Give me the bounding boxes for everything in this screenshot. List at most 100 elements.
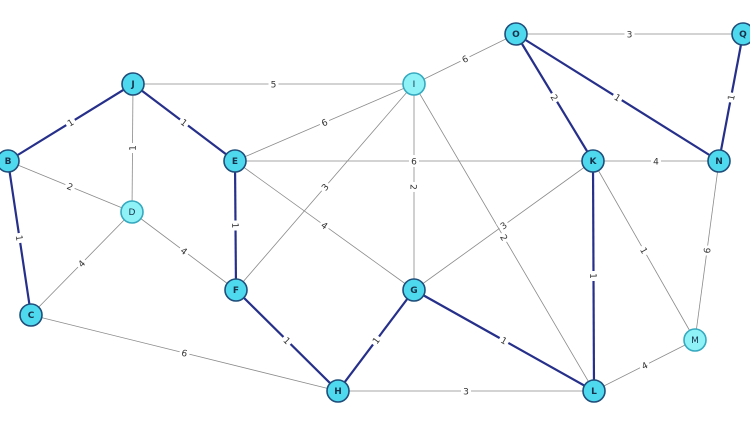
edge-weight-label: 2 — [408, 184, 418, 190]
node-label: G — [410, 286, 417, 296]
node-l: L — [582, 379, 606, 403]
edge-weight-i-l: 2 — [496, 230, 512, 245]
edge-weight-i-f: 3 — [317, 179, 333, 195]
edge-weight-c-h: 6 — [178, 345, 191, 361]
node-label: B — [5, 157, 12, 167]
edge-weight-label: 6 — [320, 118, 329, 130]
node-k: K — [581, 149, 605, 173]
node-label: E — [232, 157, 238, 167]
node-circle — [19, 303, 43, 327]
edge-weight-label: 4 — [640, 361, 650, 373]
edge-weight-label: 1 — [66, 118, 76, 130]
edge-weight-d-f: 4 — [176, 243, 192, 259]
edge-weight-label: 5 — [271, 80, 277, 90]
edge-weight-label: 1 — [727, 94, 738, 101]
node-label: O — [512, 30, 520, 40]
edge-weight-b-c: 1 — [12, 232, 27, 244]
edge-weight-label: 2 — [65, 182, 74, 193]
edge-weight-label: 3 — [320, 182, 331, 193]
edge-weight-background — [316, 217, 333, 234]
node-circle — [0, 149, 20, 173]
edge-weight-label: 1 — [129, 145, 139, 151]
node-circle — [731, 22, 750, 46]
edge-weight-label: 6 — [411, 157, 417, 167]
node-a: O — [504, 22, 528, 46]
edge-weight-background — [610, 89, 625, 106]
edge-weight-b-d: 2 — [63, 179, 77, 194]
edge-weight-background — [496, 230, 512, 245]
edge-weight-background — [63, 114, 78, 131]
edge-weight-label: 1 — [587, 273, 597, 279]
edge-weight-e-f: 1 — [229, 220, 242, 231]
node-label: F — [233, 286, 239, 296]
edge-weight-label: 1 — [612, 93, 622, 105]
edge-weight-j-i: 5 — [268, 78, 279, 90]
edge-weight-e-g: 4 — [316, 217, 333, 234]
edge-weight-background — [317, 115, 332, 130]
node-label: J — [130, 80, 134, 90]
edge-weight-background — [126, 142, 139, 154]
edge-weight-background — [724, 91, 738, 104]
node-circle — [504, 22, 528, 46]
edge-weight-j-d: 1 — [126, 142, 139, 154]
edge-weight-background — [178, 345, 191, 361]
edge-weight-a-k: 2 — [546, 90, 563, 105]
edge-weight-background — [368, 332, 384, 349]
edge-weight-label: 1 — [178, 118, 189, 129]
edge-weight-background — [495, 217, 512, 234]
edge-weight-a-n: 1 — [610, 89, 625, 106]
edge-weight-background — [409, 155, 419, 167]
edge-weight-background — [176, 243, 192, 259]
edge-weight-i-g: 2 — [408, 182, 420, 192]
edge-weight-g-l: 1 — [496, 332, 512, 349]
node-label: D — [129, 208, 136, 218]
edge-weight-background — [279, 332, 295, 349]
edge-weight-label: 1 — [281, 336, 292, 347]
edge-weight-background — [636, 243, 652, 258]
node-circle — [402, 72, 426, 96]
node-circle — [581, 149, 605, 173]
node-label: Q — [739, 30, 747, 40]
edge-weight-background — [457, 51, 473, 67]
edge-weight-label: 3 — [627, 30, 633, 40]
node-f: F — [224, 278, 248, 302]
node-label: N — [715, 157, 723, 167]
node-label: K — [590, 157, 598, 167]
node-circle — [683, 328, 707, 352]
edge-weight-background — [63, 179, 77, 194]
edge-weight-label: 2 — [497, 233, 509, 243]
node-j: J — [121, 72, 145, 96]
edge-weight-background — [73, 255, 90, 272]
node-c: C — [19, 303, 43, 327]
node-circle — [326, 379, 350, 403]
edge-weight-label: 3 — [499, 221, 509, 232]
edge-weight-background — [651, 155, 661, 167]
edge-weight-f-h: 1 — [279, 332, 295, 349]
edge-weight-background — [408, 182, 420, 192]
edge-weight-k-n: 4 — [651, 155, 661, 167]
edge-weight-label: 6 — [461, 54, 471, 66]
edge-weight-e-k: 6 — [409, 155, 419, 167]
edge-weight-label: 4 — [77, 259, 88, 270]
edge-weight-m-l: 4 — [637, 357, 652, 374]
edge-weight-background — [12, 232, 27, 244]
node-circle — [120, 200, 144, 224]
edge-weight-label: 1 — [498, 336, 508, 348]
edge-weight-background — [229, 220, 242, 231]
node-label: M — [691, 336, 699, 346]
edge-weight-background — [637, 357, 652, 374]
edge-weight-g-h: 1 — [368, 332, 384, 349]
edge-weight-background — [461, 385, 471, 397]
node-h: H — [326, 379, 350, 403]
edge-weight-h-l: 3 — [461, 385, 471, 397]
edge-weight-background — [176, 114, 192, 131]
edge-weight-a-i: 6 — [457, 51, 473, 67]
node-label: C — [28, 311, 35, 321]
edge-weight-k-m: 1 — [636, 243, 652, 258]
edge-weight-label: 1 — [637, 246, 649, 256]
edge-weight-q-n: 1 — [724, 91, 738, 104]
node-label: L — [591, 387, 597, 397]
node-m: M — [683, 328, 707, 352]
